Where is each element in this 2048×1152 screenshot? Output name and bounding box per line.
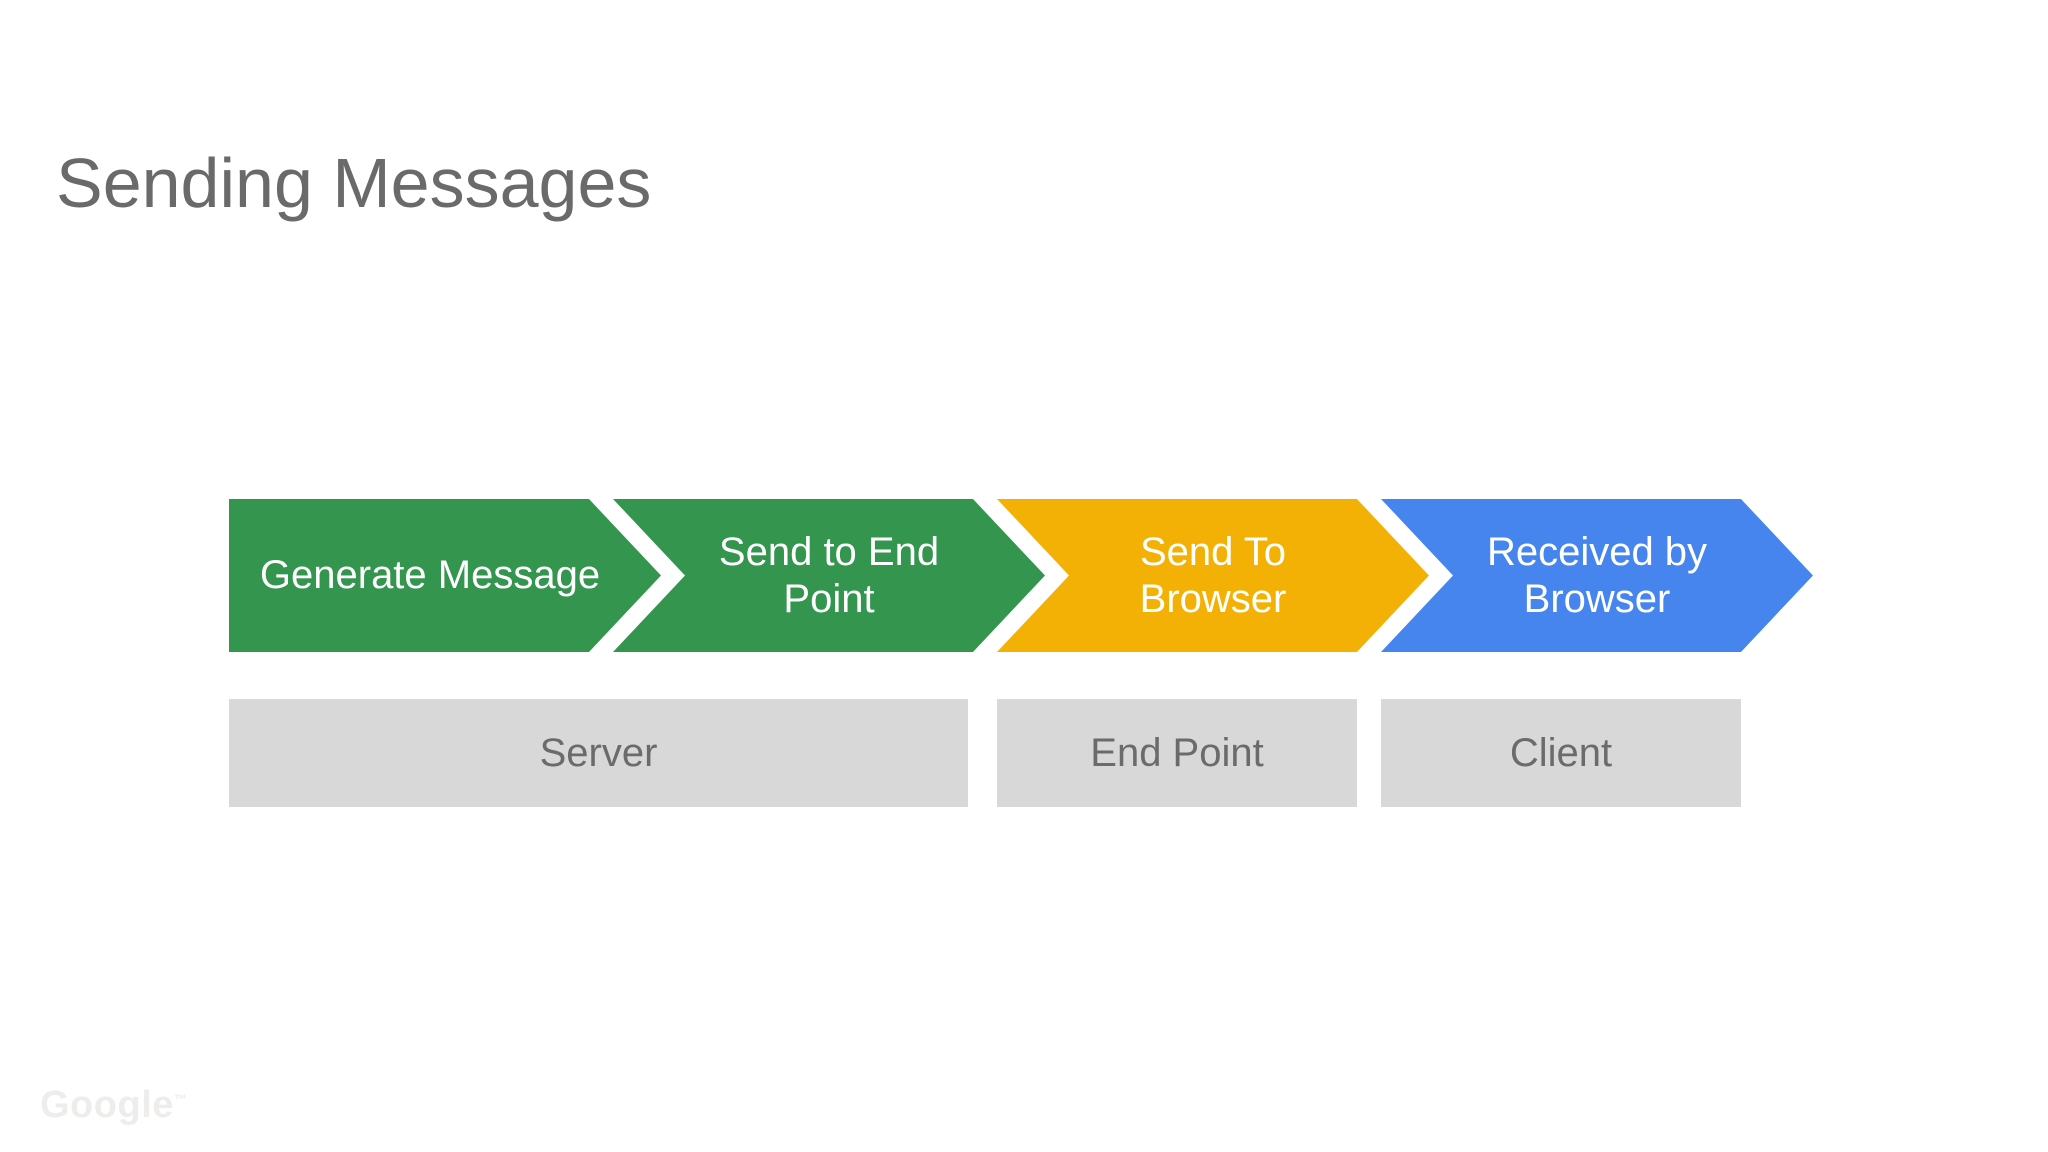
flow-step-label: Send to End Point [718,529,940,621]
flow-step-send-to-end-point: Send to End Point [613,499,1045,652]
flow-step-generate-message: Generate Message [229,499,661,652]
flow-step-label: Received by Browser [1486,529,1708,621]
zone-label: Server [539,730,658,775]
google-watermark-text: Google [40,1084,174,1126]
flow-step-send-to-browser: Send To Browser [997,499,1429,652]
zone-client: Client [1381,699,1741,807]
trademark-symbol: ™ [173,1091,188,1107]
zone-server: Server [229,699,968,807]
flow-step-label: Send To Browser [1139,529,1287,621]
zone-end-point: End Point [997,699,1357,807]
flow-step-received-by-browser: Received by Browser [1381,499,1813,652]
page-title: Sending Messages [56,144,652,222]
zone-label: Client [1509,730,1613,775]
flow-step-label: Generate Message [259,553,601,597]
zone-label: End Point [1090,730,1264,775]
google-watermark: Google™ [40,1084,187,1127]
